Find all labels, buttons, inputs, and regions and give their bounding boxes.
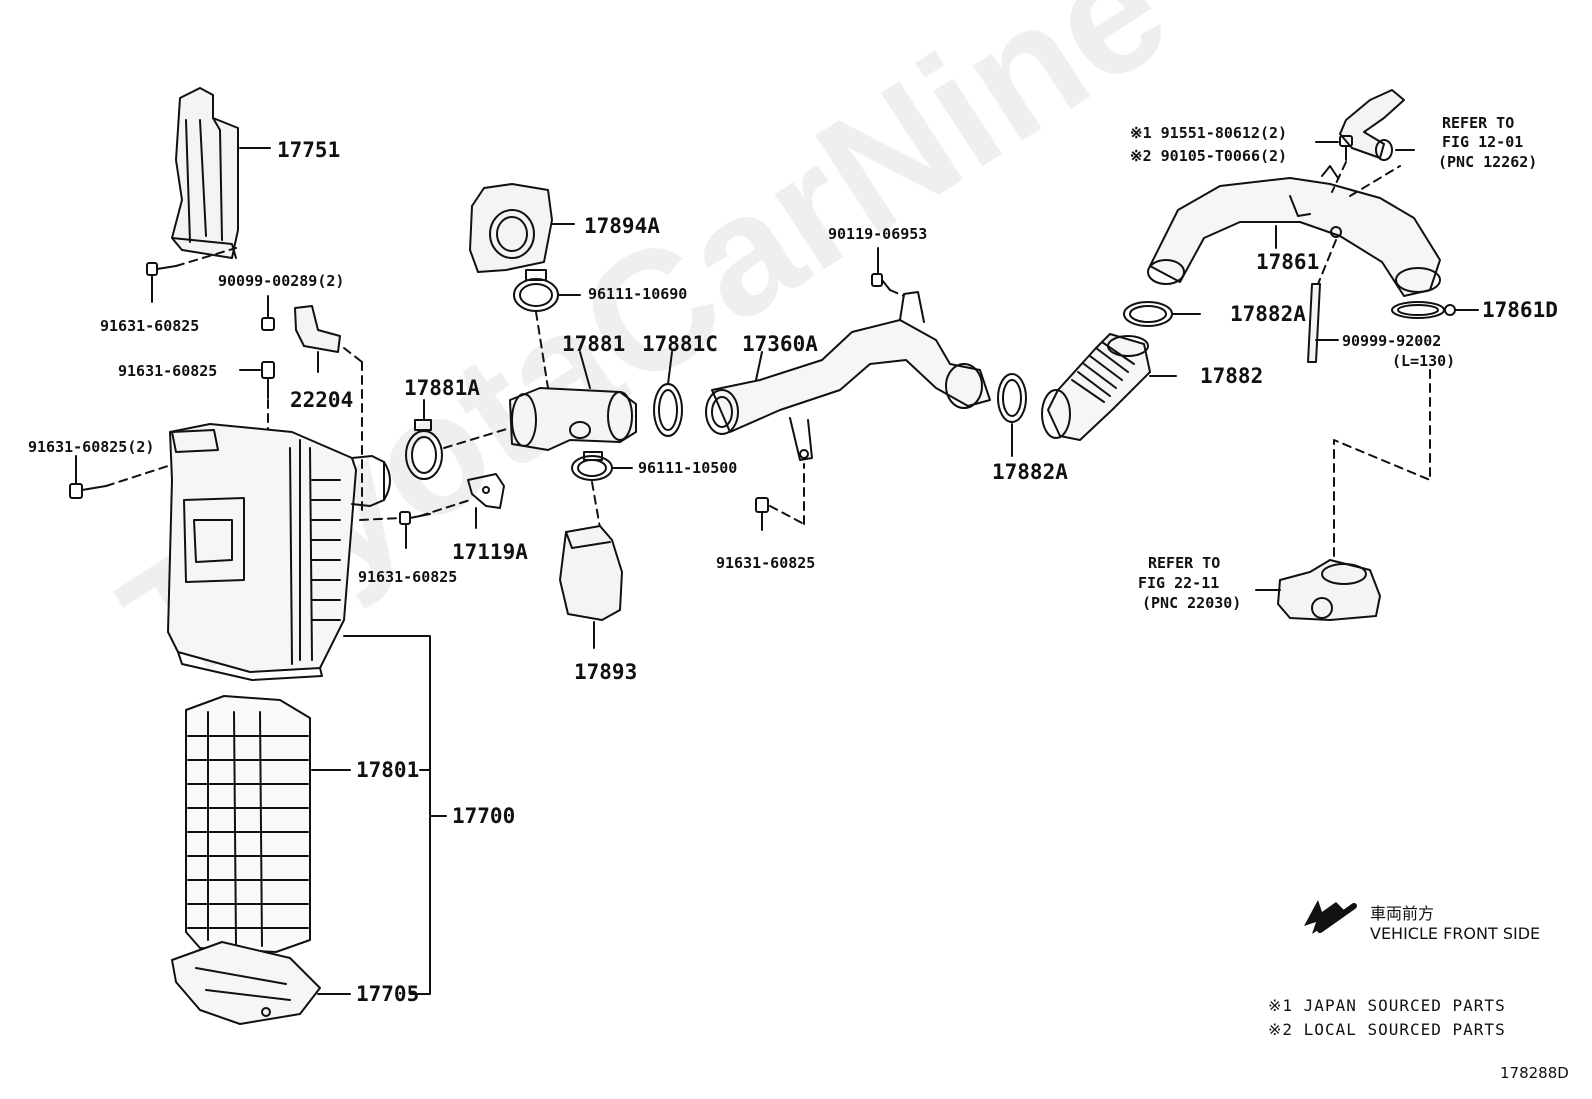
label-90105-T0066: ※2 90105-T0066(2) [1130, 147, 1288, 165]
label-17801: 17801 [356, 758, 420, 782]
dash-17881-top [535, 311, 549, 389]
tube-drawing-17861 [1147, 165, 1441, 297]
label-90999-92002: 90999-92002 [1342, 332, 1442, 350]
bolt-drawing-a [146, 262, 177, 276]
clip-drawing-90099 [261, 295, 275, 331]
label-17119A: 17119A [452, 540, 528, 564]
bolt-drawing-b [261, 361, 275, 399]
clamp-drawing-96111-10500 [571, 451, 613, 481]
bracket-drawing-17894A [469, 183, 553, 273]
clamp-drawing-17882A-bottom [997, 373, 1027, 423]
label-17881: 17881 [562, 332, 626, 356]
leader-17881C [667, 351, 673, 385]
label-17882A-top: 17882A [1230, 302, 1306, 326]
label-17700: 17700 [452, 804, 516, 828]
label-91631-60825-c: 91631-60825(2) [28, 438, 155, 456]
bracket-drawing-17119A [467, 473, 505, 509]
note-japan-sourced: ※1 JAPAN SOURCED PARTS [1268, 996, 1506, 1015]
front-arrow-shaft [1317, 903, 1357, 933]
label-17861: 17861 [1256, 250, 1320, 274]
pipe-drawing-17360A [705, 291, 991, 461]
label-91631-60825-d: 91631-60825 [358, 568, 458, 586]
label-91631-60825-a: 91631-60825 [100, 317, 200, 335]
front-direction-en: VEHICLE FRONT SIDE [1370, 924, 1541, 943]
label-91631-60825-b: 91631-60825 [118, 362, 218, 380]
bolt-drawing-90119 [871, 273, 891, 291]
dash-17893 [591, 481, 601, 529]
label-96111-10500: 96111-10500 [638, 459, 738, 477]
sensor-drawing-22204 [294, 305, 341, 353]
leader-17700-bracket [343, 635, 431, 995]
connector-drawing-17881 [509, 387, 637, 451]
dash-17881A [443, 427, 511, 449]
leader-17360A [755, 351, 763, 381]
tube-drawing-90999 [1307, 283, 1321, 363]
hose-drawing-17882 [1041, 333, 1151, 441]
screw-drawing-91551 [1339, 135, 1353, 161]
front-direction-jp: 車両前方 [1370, 904, 1435, 923]
ref-22030-line1: REFER TO [1148, 554, 1221, 572]
label-17881C: 17881C [642, 332, 718, 356]
dash-90119 [889, 289, 905, 297]
hose-drawing-ref-12262 [1339, 89, 1405, 161]
dash-bolt-e [769, 505, 805, 525]
label-91551-80612: ※1 91551-80612(2) [1130, 124, 1288, 142]
clamp-drawing-17861D [1391, 301, 1456, 319]
label-22204: 22204 [290, 388, 354, 412]
ref-22030-line3: (PNC 22030) [1142, 594, 1242, 612]
clamp-drawing-96111-10690 [513, 269, 559, 312]
label-90119-06953: 90119-06953 [828, 225, 928, 243]
case-lower-drawing-17705 [171, 941, 321, 1025]
ref-12262-line2: FIG 12-01 [1442, 133, 1524, 151]
clamp-drawing-17881C [653, 383, 683, 437]
dash-22204 [343, 347, 363, 363]
label-17705: 17705 [356, 982, 420, 1006]
label-17882: 17882 [1200, 364, 1264, 388]
label-17751: 17751 [277, 138, 341, 162]
air-cleaner-case-drawing [167, 423, 391, 681]
label-17881A: 17881A [404, 376, 480, 400]
label-90999-92002-length: (L=130) [1392, 352, 1456, 370]
label-17360A: 17360A [742, 332, 818, 356]
label-90099-00289: 90099-00289(2) [218, 272, 345, 290]
front-arrow-icon [1304, 900, 1346, 934]
ref-22030-line2: FIG 22-11 [1138, 574, 1220, 592]
label-17894A: 17894A [584, 214, 660, 238]
funnel-drawing-17893 [559, 525, 623, 621]
leader-17881 [579, 351, 591, 389]
dash-bolt-d [359, 517, 401, 521]
dash-90999 [1317, 239, 1337, 285]
throttle-body-drawing [1277, 559, 1381, 621]
dash-screw-91551 [1331, 161, 1347, 193]
dash-bolt-c [105, 445, 231, 487]
clamp-drawing-17882A-top [1123, 301, 1173, 327]
clamp-drawing-17881A [405, 419, 443, 480]
label-17893: 17893 [574, 660, 638, 684]
dash-bolt-a [175, 247, 237, 267]
duct-17751-drawing [171, 87, 239, 259]
dash-ref-12262 [1349, 165, 1401, 197]
filter-drawing-17801 [185, 695, 311, 953]
label-17882A-bottom: 17882A [992, 460, 1068, 484]
bolt-drawing-c [69, 483, 107, 499]
label-91631-60825-e: 91631-60825 [716, 554, 816, 572]
dash-ref-22030 [1333, 369, 1431, 561]
ref-12262-line1: REFER TO [1442, 114, 1515, 132]
label-96111-10690: 96111-10690 [588, 285, 688, 303]
note-local-sourced: ※2 LOCAL SOURCED PARTS [1268, 1020, 1506, 1039]
ref-12262-line3: (PNC 12262) [1438, 153, 1538, 171]
figure-id: 178288D [1500, 1064, 1569, 1082]
label-17861D: 17861D [1482, 298, 1558, 322]
bolt-drawing-e [755, 497, 769, 531]
